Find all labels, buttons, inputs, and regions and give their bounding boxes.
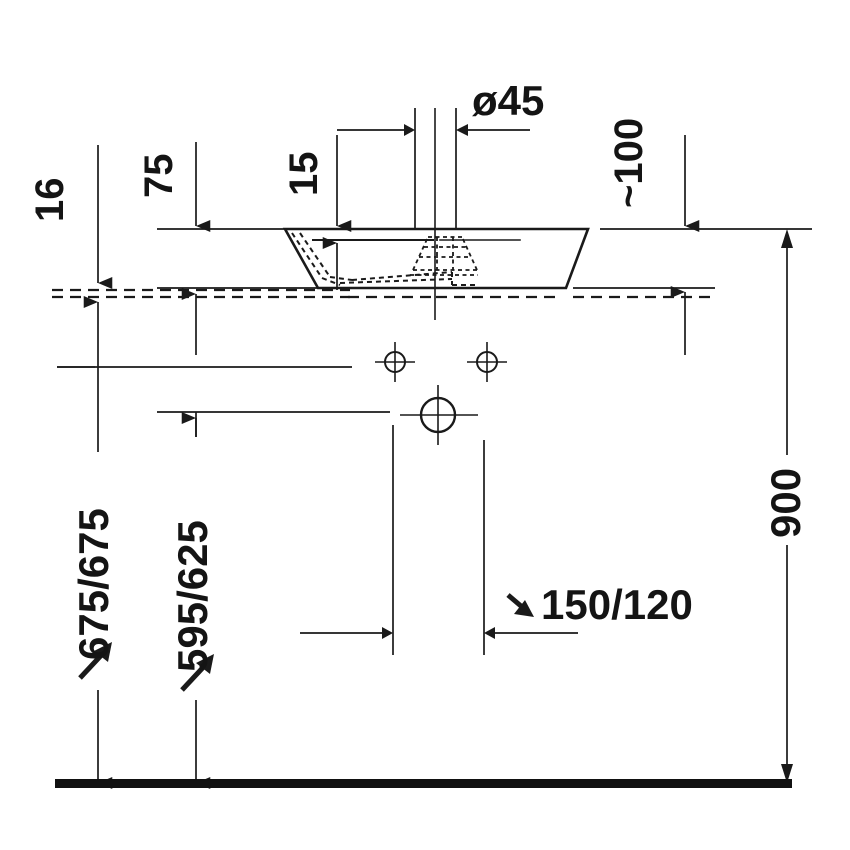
bowl-hidden-floor-line [339, 278, 453, 284]
waste-cone-left-edge [412, 236, 429, 271]
waste-cone-right-edge [461, 236, 478, 271]
dim-label-595-625: 595/625 [169, 520, 216, 672]
tap-hole-right-circle [476, 351, 498, 373]
waste-outlet-circle [419, 396, 457, 434]
dim-675-leader-arrowhead [94, 642, 112, 662]
centreline-marks-group [57, 108, 507, 445]
basin-body-outline [282, 227, 590, 290]
dim-label-approx-100: ~100 [607, 118, 651, 208]
dim-label-900: 900 [762, 468, 809, 538]
tap-hole-left-circle [384, 351, 406, 373]
dim-label-15: 15 [282, 152, 326, 197]
waste-cone-hidden-detail [410, 236, 478, 276]
dim-45-arrowhead-left [404, 124, 415, 136]
bowl-hidden-left-base [321, 277, 341, 286]
dim-900-arrowhead-bottom [781, 764, 793, 783]
dim-595-leader-arrowhead [196, 654, 214, 674]
bowl-hidden-left-base-b [329, 276, 353, 281]
dim-150-leader-arrowhead [514, 600, 534, 617]
dim-label-75: 75 [137, 154, 181, 199]
dim-label-675-675: 675/675 [70, 508, 117, 660]
dim-150-arrowhead-right [484, 627, 495, 639]
dim-900-arrowhead-top [781, 229, 793, 248]
bowl-hidden-left-wall-a [291, 232, 323, 279]
dim-label-150-120: 150/120 [541, 581, 693, 628]
dim-45-arrowhead-right [456, 124, 468, 136]
finished-floor-line-group [55, 779, 792, 788]
dim-150-arrowhead-left [382, 627, 393, 639]
dimension-lines-group [78, 108, 793, 789]
dim-label-diameter-45: ø45 [472, 77, 544, 124]
finished-floor-line [55, 779, 792, 788]
worktop-dashed-band [52, 288, 715, 299]
dim-label-16: 16 [28, 178, 72, 223]
basin-outline-group [282, 227, 590, 290]
dimension-text-group: 16 75 15 ø45 ~100 675/675 595/625 150/12… [28, 77, 809, 672]
